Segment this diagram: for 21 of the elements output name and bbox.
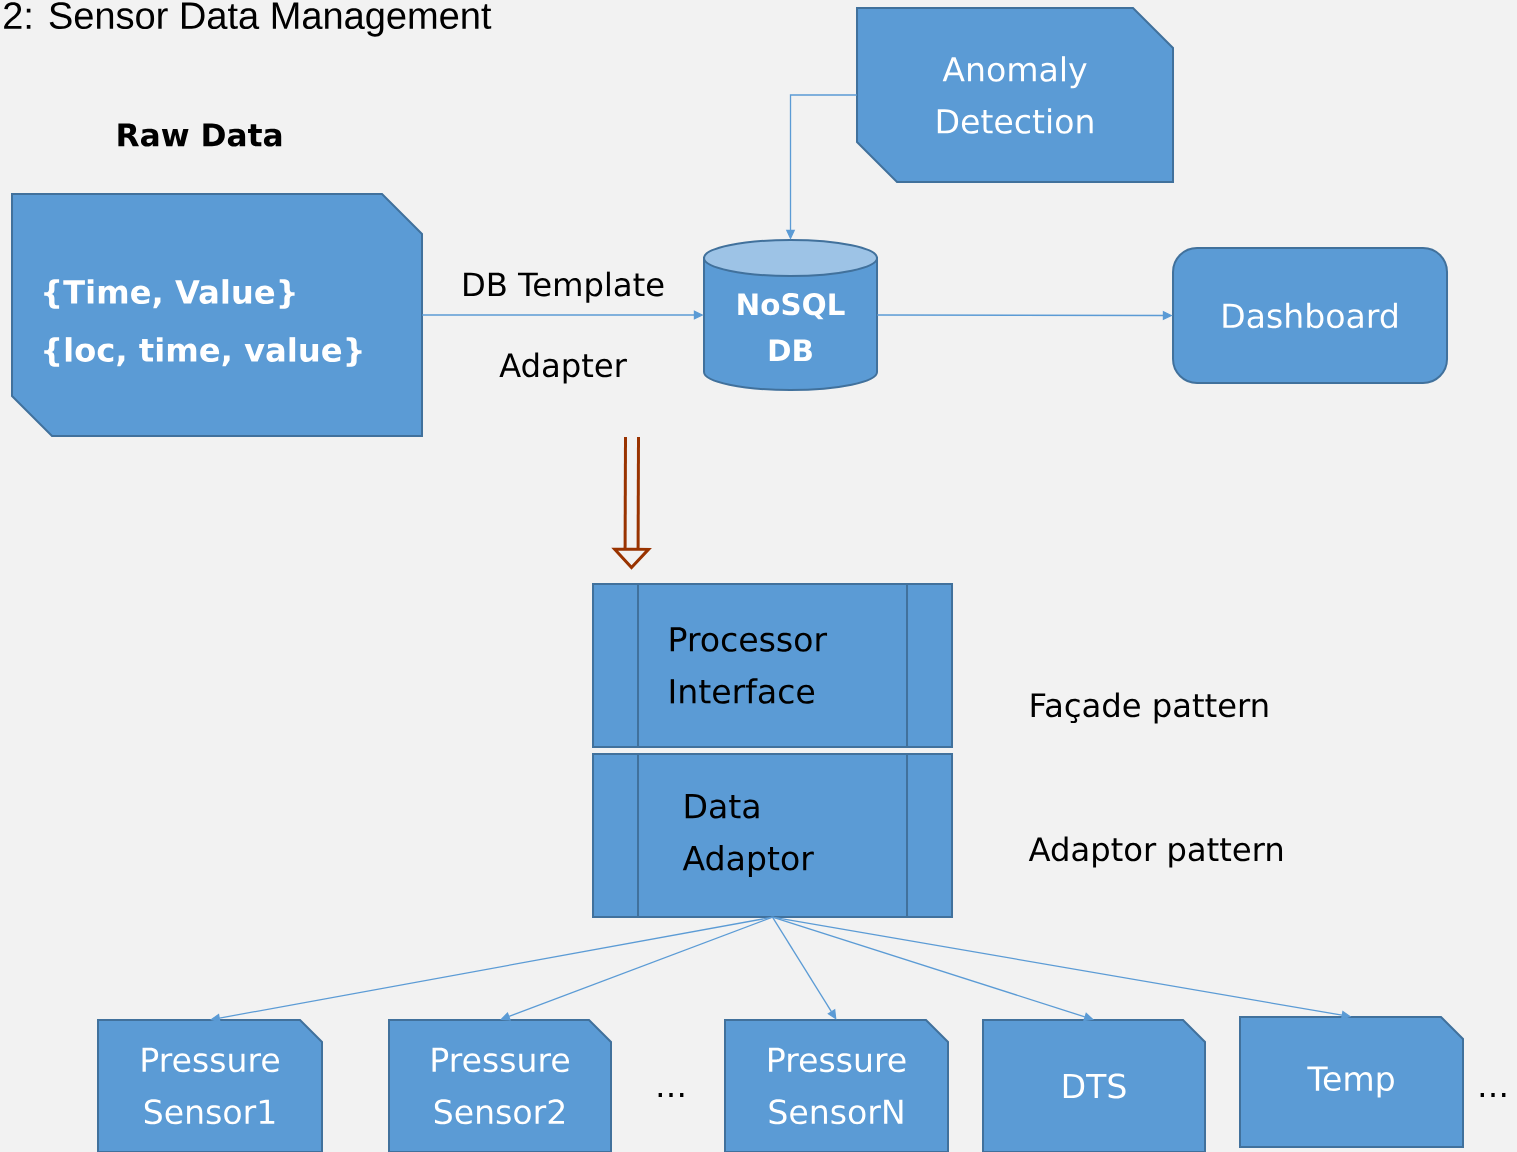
node-label: Raw Data: [118, 123, 282, 147]
text-label: Adapter: [499, 352, 627, 384]
sensor-box: Pressure Sensor2: [388, 1019, 612, 1152]
process-box: Data Adaptor: [592, 753, 953, 918]
sensor-box: DTS: [982, 1019, 1206, 1152]
edge-label: DB Template: [464, 271, 664, 303]
arrow: [771, 916, 1094, 1022]
text-label: Adaptor pattern: [1028, 836, 1282, 868]
sensor-box: Pressure SensorN: [724, 1019, 949, 1152]
snipped-box: Raw Data {Time, Value} {loc, time, value}: [11, 123, 423, 437]
sensor-box: Temp: [1239, 1016, 1464, 1148]
rounded-box: Dashboard: [1172, 247, 1448, 384]
database-cylinder: NoSQL DB: [703, 239, 878, 391]
snipped-box: Anomaly Detection: [856, 7, 1174, 183]
text-label: Façade pattern: [1031, 692, 1268, 724]
arrow: [500, 916, 774, 1021]
sensor-box: Pressure Sensor1: [97, 1019, 323, 1152]
arrow: [771, 916, 837, 1020]
title: 2: Sensor Data Management: [4, 2, 492, 37]
text-label: …: [658, 1093, 684, 1097]
process-box: Processor Interface: [592, 583, 953, 748]
